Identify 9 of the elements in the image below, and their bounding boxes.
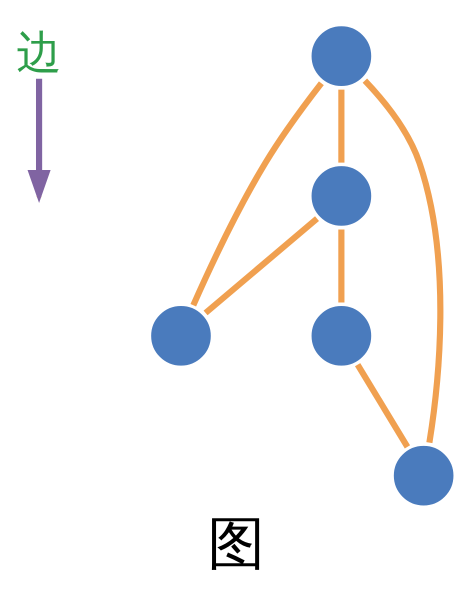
node-text: 边 <box>16 26 62 79</box>
connector <box>204 216 319 316</box>
connector <box>190 81 324 306</box>
arrow <box>28 78 51 204</box>
connector <box>338 90 344 163</box>
connector <box>355 363 410 448</box>
caption: 图 <box>208 510 266 577</box>
connector <box>338 230 344 302</box>
connector <box>362 78 444 444</box>
